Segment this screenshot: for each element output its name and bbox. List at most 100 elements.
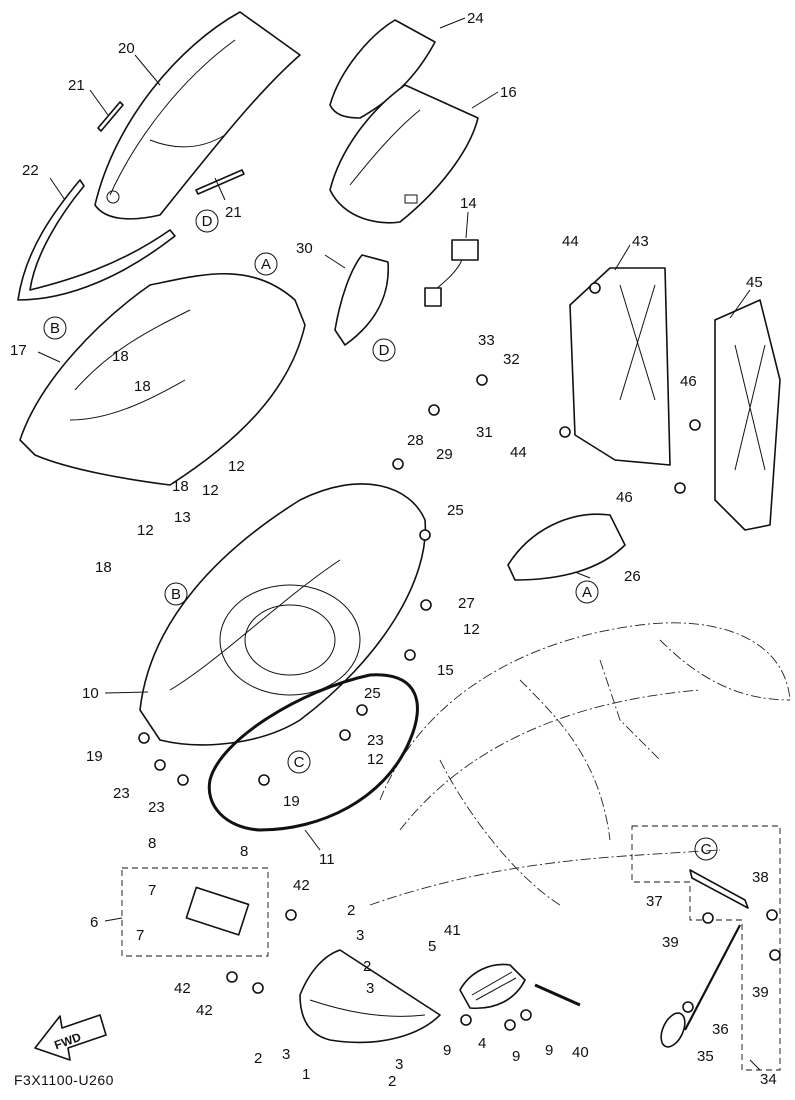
part-label-31: 31 bbox=[476, 424, 493, 441]
part-34-assembly bbox=[660, 869, 749, 1048]
part-45-side-panel bbox=[714, 299, 781, 531]
part-label-8: 8 bbox=[240, 843, 248, 860]
part-label-44: 44 bbox=[510, 444, 527, 461]
diagram-code: F3X1100-U260 bbox=[14, 1072, 114, 1088]
part-11-seal bbox=[207, 673, 419, 832]
part-label-16: 16 bbox=[500, 84, 517, 101]
part-14-switch bbox=[424, 239, 479, 307]
part-label-9: 9 bbox=[545, 1042, 553, 1059]
part-label-42: 42 bbox=[293, 877, 310, 894]
part-label-32: 32 bbox=[503, 351, 520, 368]
hull-outline bbox=[369, 622, 791, 906]
part-24-cover bbox=[329, 19, 436, 119]
part-label-18: 18 bbox=[172, 478, 189, 495]
part-label-28: 28 bbox=[407, 432, 424, 449]
reference-letter-D-2: D bbox=[372, 338, 396, 362]
part-21-strip-lower bbox=[195, 169, 245, 195]
part-label-7: 7 bbox=[136, 927, 144, 944]
part-label-21: 21 bbox=[68, 77, 85, 94]
part-label-13: 13 bbox=[174, 509, 191, 526]
part-43-side-panel bbox=[569, 267, 671, 466]
part-label-2: 2 bbox=[347, 902, 355, 919]
part-label-3: 3 bbox=[282, 1046, 290, 1063]
part-40-bolt bbox=[534, 983, 581, 1007]
part-label-12: 12 bbox=[137, 522, 154, 539]
part-label-24: 24 bbox=[467, 10, 484, 27]
part-label-41: 41 bbox=[444, 922, 461, 939]
part-label-22: 22 bbox=[22, 162, 39, 179]
part-label-34: 34 bbox=[760, 1071, 777, 1088]
part-label-29: 29 bbox=[436, 446, 453, 463]
part-number-labels: 20 21 24 16 22 21 14 44 43 30 45 33 17 1… bbox=[10, 10, 777, 1090]
part-label-19: 19 bbox=[86, 748, 103, 765]
part-label-6: 6 bbox=[90, 914, 98, 931]
part-16-inner-panel bbox=[329, 84, 479, 224]
part-label-12: 12 bbox=[463, 621, 480, 638]
fwd-arrow-icon: FWD bbox=[34, 1014, 107, 1061]
part-label-2: 2 bbox=[254, 1050, 262, 1067]
part-label-26: 26 bbox=[624, 568, 641, 585]
ref-letter: C bbox=[294, 754, 305, 771]
part-label-9: 9 bbox=[512, 1048, 520, 1065]
reference-letter-D-1: D bbox=[195, 209, 219, 233]
leader-lines bbox=[37, 17, 761, 1071]
part-label-19: 19 bbox=[283, 793, 300, 810]
part-label-7: 7 bbox=[148, 882, 156, 899]
assembly-box-6 bbox=[121, 867, 269, 957]
assembly-box-34 bbox=[631, 825, 781, 1071]
part-label-23: 23 bbox=[367, 732, 384, 749]
ref-letter: B bbox=[50, 320, 60, 337]
part-label-12: 12 bbox=[202, 482, 219, 499]
part-label-20: 20 bbox=[118, 40, 135, 57]
part-10-main-frame bbox=[139, 483, 427, 746]
part-label-18: 18 bbox=[134, 378, 151, 395]
ref-letter: D bbox=[379, 342, 390, 359]
part-30-bracket bbox=[334, 254, 390, 346]
part-label-42: 42 bbox=[196, 1002, 213, 1019]
part-label-17: 17 bbox=[10, 342, 27, 359]
part-label-2: 2 bbox=[363, 958, 371, 975]
part-label-27: 27 bbox=[458, 595, 475, 612]
part-label-12: 12 bbox=[367, 751, 384, 768]
part-label-38: 38 bbox=[752, 869, 769, 886]
reference-letter-B-2: B bbox=[164, 582, 188, 606]
part-label-3: 3 bbox=[395, 1056, 403, 1073]
part-label-30: 30 bbox=[296, 240, 313, 257]
part-26-cover bbox=[507, 513, 626, 581]
reference-letter-A-1: A bbox=[254, 252, 278, 276]
part-label-23: 23 bbox=[148, 799, 165, 816]
part-label-36: 36 bbox=[712, 1021, 729, 1038]
part-label-9: 9 bbox=[443, 1042, 451, 1059]
ref-letter: A bbox=[582, 584, 592, 601]
part-label-39: 39 bbox=[662, 934, 679, 951]
part-label-2: 2 bbox=[388, 1073, 396, 1090]
part-label-3: 3 bbox=[356, 927, 364, 944]
part-label-43: 43 bbox=[632, 233, 649, 250]
reference-letter-B-1: B bbox=[43, 316, 67, 340]
part-label-35: 35 bbox=[697, 1048, 714, 1065]
part-label-18: 18 bbox=[112, 348, 129, 365]
part-label-5: 5 bbox=[428, 938, 436, 955]
ref-letter: D bbox=[202, 213, 213, 230]
part-label-44: 44 bbox=[562, 233, 579, 250]
part-label-12: 12 bbox=[228, 458, 245, 475]
reference-letter-C-1: C bbox=[287, 750, 311, 774]
part-label-4: 4 bbox=[478, 1035, 486, 1052]
part-label-18: 18 bbox=[95, 559, 112, 576]
part-22-trim bbox=[17, 179, 176, 301]
ref-letter: A bbox=[261, 256, 271, 273]
part-label-46: 46 bbox=[680, 373, 697, 390]
part-label-23: 23 bbox=[113, 785, 130, 802]
part-label-42: 42 bbox=[174, 980, 191, 997]
part-label-33: 33 bbox=[478, 332, 495, 349]
part-label-21: 21 bbox=[225, 204, 242, 221]
part-label-14: 14 bbox=[460, 195, 477, 212]
part-17-front-cover bbox=[19, 273, 306, 486]
part-6-hinge-plate bbox=[185, 886, 250, 936]
part-label-8: 8 bbox=[148, 835, 156, 852]
reference-letter-C-2: C bbox=[694, 837, 718, 861]
reference-letter-A-2: A bbox=[575, 580, 599, 604]
part-label-10: 10 bbox=[82, 685, 99, 702]
part-21-strip-upper bbox=[97, 101, 124, 132]
part-label-45: 45 bbox=[746, 274, 763, 291]
